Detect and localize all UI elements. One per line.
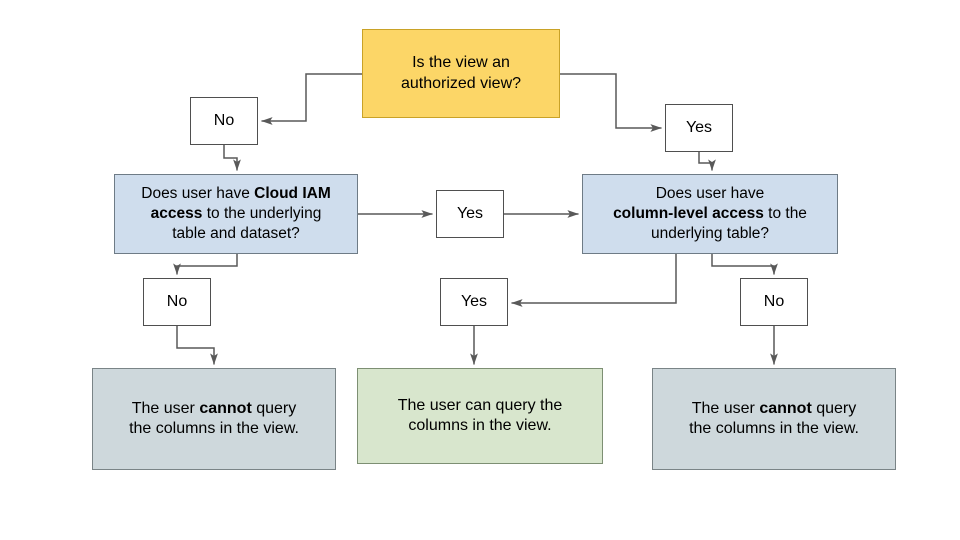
edge-label-no-lower-right-text: No xyxy=(763,292,785,310)
edge-label-yes-middle[interactable]: Yes xyxy=(436,190,504,238)
edge-authview-to-no xyxy=(261,73,362,125)
edge-label-yes-top[interactable]: Yes xyxy=(665,104,733,152)
edge-label-no-lower-left[interactable]: No xyxy=(143,278,211,326)
edge-iam-to-noleft xyxy=(173,254,238,275)
edge-yes-to-column xyxy=(698,152,716,171)
edge-column-to-yes xyxy=(511,254,677,307)
edge-label-no-lower-left-text: No xyxy=(166,292,188,310)
edge-label-yes-lower-middle-text: Yes xyxy=(460,292,488,310)
edge-label-yes-top-text: Yes xyxy=(685,118,713,136)
edge-label-no-top[interactable]: No xyxy=(190,97,258,145)
edge-label-no-lower-right[interactable]: No xyxy=(740,278,808,326)
edge-column-to-no xyxy=(711,254,778,275)
edge-noleft-to-deny xyxy=(176,326,218,365)
edge-authview-to-yes xyxy=(560,73,662,132)
edge-label-yes-lower-middle[interactable]: Yes xyxy=(440,278,508,326)
edge-no-to-iam xyxy=(223,145,241,171)
edge-label-yes-middle-text: Yes xyxy=(456,204,484,222)
edge-label-no-top-text: No xyxy=(213,111,235,129)
